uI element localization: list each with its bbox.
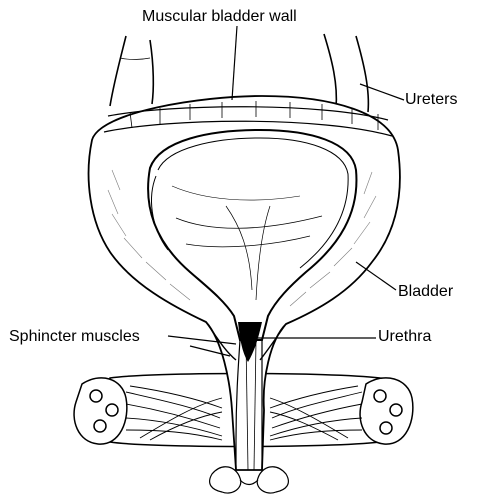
leader-muscular-wall bbox=[232, 26, 237, 100]
label-muscular-bladder-wall: Muscular bladder wall bbox=[142, 9, 297, 25]
leader-ureters bbox=[360, 84, 404, 100]
label-ureters: Ureters bbox=[405, 92, 457, 108]
label-bladder: Bladder bbox=[398, 284, 453, 300]
label-sphincter-muscles: Sphincter muscles bbox=[9, 329, 140, 345]
leader-bladder bbox=[356, 262, 396, 290]
label-urethra: Urethra bbox=[378, 329, 431, 345]
ureter-left bbox=[110, 36, 153, 106]
ureter-right bbox=[324, 34, 368, 112]
